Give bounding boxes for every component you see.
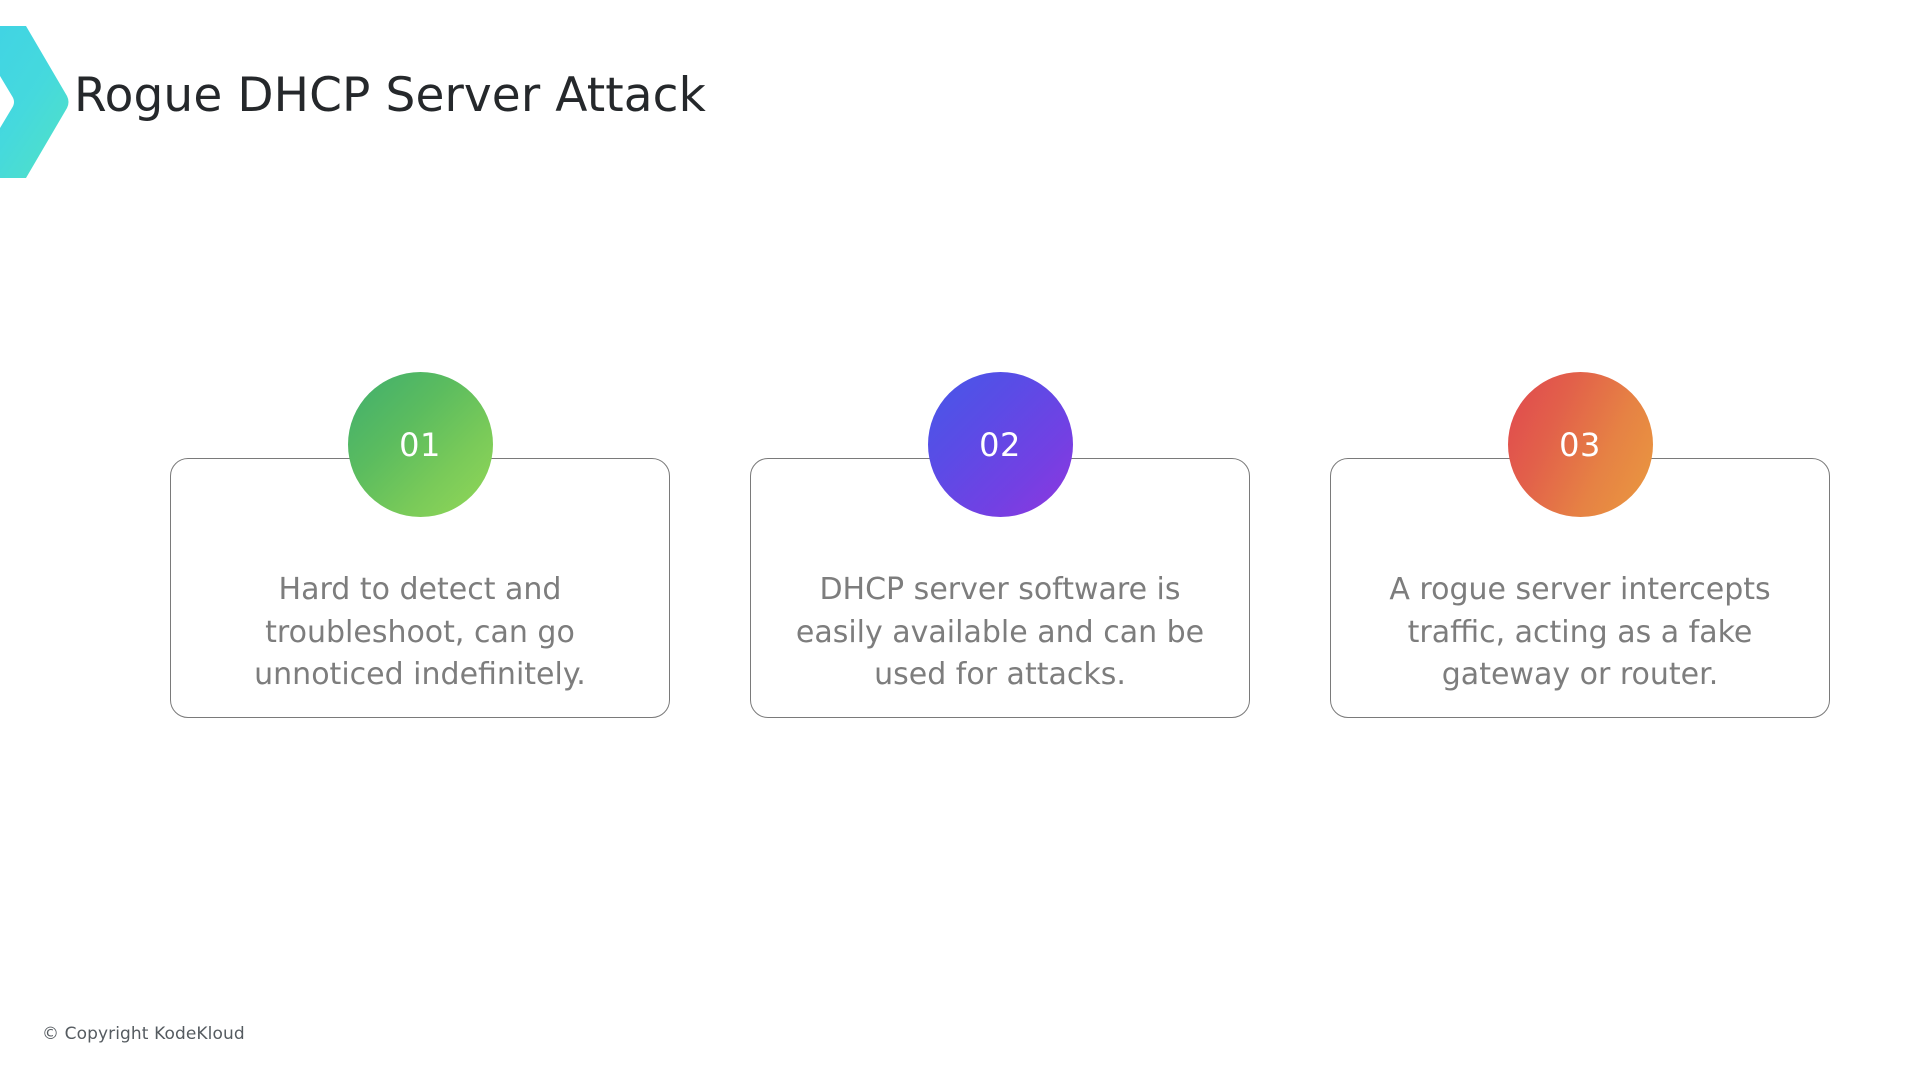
card-description: Hard to detect and troubleshoot, can go …	[254, 572, 586, 693]
card-description: A rogue server intercepts traffic, actin…	[1389, 572, 1771, 693]
chevron-logo	[0, 26, 70, 178]
card-number-badge: 01	[347, 372, 493, 517]
copyright-text: © Copyright KodeKloud	[42, 1024, 245, 1044]
page-title: Rogue DHCP Server Attack	[74, 68, 706, 123]
info-card-02: 02 DHCP server software is easily availa…	[750, 372, 1250, 763]
info-card-03: 03 A rogue server intercepts traffic, ac…	[1330, 372, 1830, 763]
card-body: DHCP server software is easily available…	[750, 501, 1250, 763]
cards-row: 01 Hard to detect and troubleshoot, can …	[170, 372, 1830, 763]
card-body: Hard to detect and troubleshoot, can go …	[170, 501, 670, 763]
page-footer: © Copyright KodeKloud	[42, 1024, 245, 1044]
card-body: A rogue server intercepts traffic, actin…	[1330, 501, 1830, 763]
info-card-01: 01 Hard to detect and troubleshoot, can …	[170, 372, 670, 763]
page-header: Rogue DHCP Server Attack	[74, 68, 1574, 124]
card-number-badge: 02	[927, 372, 1073, 517]
card-number-badge: 03	[1507, 372, 1653, 517]
card-description: DHCP server software is easily available…	[795, 572, 1205, 693]
